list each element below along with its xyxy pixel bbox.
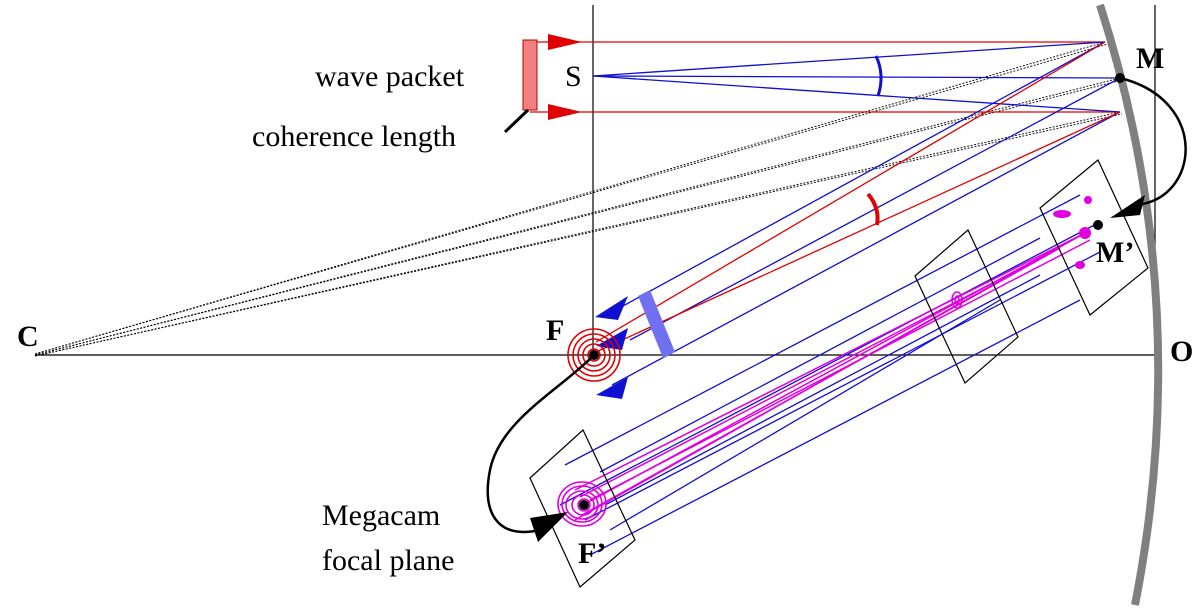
mirror-point-m-prime	[1093, 220, 1103, 230]
focus-rings	[567, 328, 621, 382]
vertex-label: O	[1170, 335, 1193, 368]
megacam-label-line1: Megacam	[322, 499, 440, 532]
coherence-length-leader	[503, 108, 530, 134]
center-construction-lines	[34, 41, 1123, 357]
center-label: C	[17, 320, 39, 353]
megacam-focus-label: F’	[578, 537, 606, 570]
primary-mirror	[1096, 3, 1163, 606]
mirror-spots	[1053, 196, 1092, 269]
megacam-label-line2: focal plane	[322, 544, 454, 577]
reflected-red-rays	[595, 41, 1121, 353]
axes	[35, 5, 1160, 356]
f-to-f-prime-arrow	[486, 354, 595, 534]
source-blue-rays	[592, 41, 1121, 113]
image-planes	[529, 159, 1149, 588]
megacam-focus-point	[579, 500, 589, 510]
source-label: S	[565, 60, 582, 93]
blue-arrowhead-mid	[596, 328, 628, 350]
wave-packet-bar	[522, 39, 538, 111]
wave-packet-label: wave packet	[315, 60, 465, 93]
blue-arrowhead-top	[595, 296, 628, 320]
blue-arrowhead-bottom	[596, 377, 628, 399]
reflected-wavefront-bar	[638, 290, 675, 358]
red-arrowhead-top	[548, 34, 582, 50]
plane-near-mirror	[1039, 159, 1149, 316]
m-to-m-prime-arrow	[1119, 76, 1187, 207]
m-to-m-prime-arrowhead	[1110, 195, 1145, 218]
f-to-f-prime-arrowhead	[530, 512, 568, 542]
megacam-blue-rays	[559, 194, 1101, 556]
megacam-spot-rings	[557, 481, 607, 527]
plane-megacam	[529, 429, 636, 588]
reflected-angle-arc	[866, 192, 880, 226]
mid-spot	[951, 291, 963, 309]
mirror-image-point-label: M’	[1096, 236, 1134, 269]
incoming-red-rays	[530, 41, 1120, 113]
red-arrowhead-bottom	[548, 104, 582, 120]
focus-label: F	[546, 314, 564, 347]
mirror-point-label: M	[1136, 42, 1164, 75]
source-angle-arc	[874, 55, 883, 97]
plane-middle	[914, 229, 1019, 384]
magenta-rays	[574, 232, 1091, 521]
coherence-length-label: coherence length	[252, 120, 456, 153]
